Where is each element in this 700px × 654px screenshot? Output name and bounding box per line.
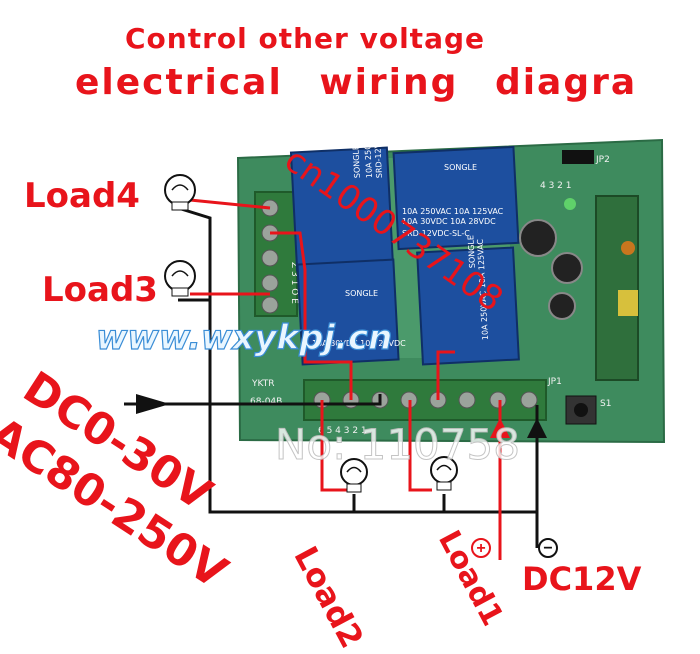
svg-text:SONGLE: SONGLE bbox=[351, 145, 362, 179]
board-model-number: 68-04B bbox=[250, 397, 282, 407]
label-load3: Load3 bbox=[42, 270, 158, 310]
receiver-module bbox=[595, 195, 639, 381]
wiring-diagram: Z 3 1 O E SONGLE 10A 250VAC 10A 125VAC S… bbox=[0, 22, 666, 654]
capacitor-1 bbox=[519, 219, 557, 257]
dc-minus-arrow bbox=[527, 418, 547, 438]
crystal bbox=[618, 290, 638, 316]
svg-text:SRD-12VDC-SL-C: SRD-12VDC-SL-C bbox=[371, 110, 384, 179]
led bbox=[564, 198, 576, 210]
red-wires bbox=[189, 198, 502, 560]
minus-polarity-icon: − bbox=[538, 538, 558, 558]
bulb-load3 bbox=[164, 260, 196, 297]
diagram-canvas: Z 3 1 O E SONGLE 10A 250VAC 10A 125VAC S… bbox=[124, 76, 666, 560]
watermark-product-no: No: 110758 bbox=[275, 420, 521, 470]
bottom-terminal-block bbox=[303, 379, 547, 421]
jp1-label: JP1 bbox=[547, 377, 562, 387]
left-terminal-numbers: Z 3 1 O E bbox=[289, 262, 299, 304]
bulb-load4 bbox=[164, 174, 196, 211]
jp2-label: JP2 bbox=[595, 155, 610, 165]
bulb-load1 bbox=[430, 456, 458, 491]
board-model: YKTR bbox=[251, 379, 274, 389]
dc-plus-arrow bbox=[490, 418, 510, 438]
jp2-pins: 4 3 2 1 bbox=[540, 181, 572, 191]
relay-top-right: SONGLE 10A 250VAC 10A 125VAC 10A 30VDC 1… bbox=[392, 145, 520, 251]
svg-text:10A 250VAC 10A 125VAC: 10A 250VAC 10A 125VAC bbox=[402, 207, 504, 216]
bulb-load2 bbox=[340, 458, 368, 493]
capacitor-3 bbox=[548, 292, 576, 320]
jp2-jumper bbox=[562, 150, 594, 164]
svg-text:SONGLE: SONGLE bbox=[444, 163, 477, 172]
relay-bottom-right: SONGLE 10A 250VAC 10A 125VAC bbox=[416, 235, 520, 366]
bottom-terminal-numbers: 6 5 4 3 2 1 bbox=[318, 426, 367, 436]
title-line-2: electrical wiring diagra bbox=[75, 62, 638, 103]
svg-text:SRD-12VDC-SL-C: SRD-12VDC-SL-C bbox=[402, 229, 470, 238]
svg-text:10A 30VDC 10A 28VDC: 10A 30VDC 10A 28VDC bbox=[402, 217, 496, 226]
label-load4: Load4 bbox=[24, 176, 140, 216]
plus-polarity-icon: + bbox=[471, 538, 491, 558]
title-line-1: Control other voltage bbox=[125, 22, 485, 55]
label-dc12v: DC12V bbox=[522, 560, 642, 598]
svg-text:SONGLE: SONGLE bbox=[345, 289, 378, 298]
pcb-board: Z 3 1 O E SONGLE 10A 250VAC 10A 125VAC S… bbox=[236, 76, 666, 444]
capacitor-2 bbox=[551, 252, 583, 284]
s1-label: S1 bbox=[600, 399, 611, 409]
antenna-coil bbox=[621, 241, 635, 255]
svg-text:10A 30VDC 10A 28VDC: 10A 30VDC 10A 28VDC bbox=[312, 339, 406, 348]
black-wires bbox=[124, 206, 539, 548]
watermark-site: www.wxykpj.cn bbox=[95, 317, 393, 358]
svg-text:SONGLE: SONGLE bbox=[466, 235, 477, 269]
dc-input-arrow bbox=[136, 394, 170, 414]
